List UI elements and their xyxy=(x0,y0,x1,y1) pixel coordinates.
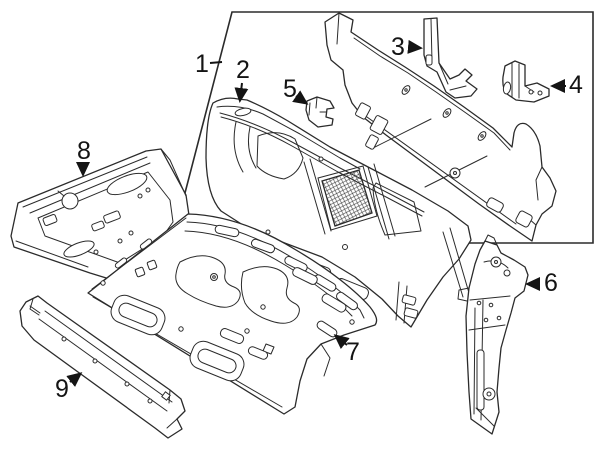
bracket-4 xyxy=(502,60,550,103)
callout-label-4: 4 xyxy=(569,71,583,99)
clip-5 xyxy=(305,96,335,128)
callout-label-5: 5 xyxy=(283,75,297,103)
callout-arrow-5 xyxy=(292,90,309,105)
callout-arrow-7 xyxy=(333,334,350,350)
callout-label-3: 3 xyxy=(391,33,405,61)
callout-label-7: 7 xyxy=(346,338,360,366)
bracket-3 xyxy=(423,17,478,99)
callout-label-8: 8 xyxy=(77,137,91,165)
assembly-box-outline xyxy=(170,11,594,244)
sill-crossmember-9 xyxy=(19,295,186,439)
callout-arrow-3 xyxy=(407,39,423,54)
callout-label-2: 2 xyxy=(236,56,250,84)
callout-arrow-2 xyxy=(234,82,249,103)
callout-arrow-1 xyxy=(209,61,223,64)
callout-arrow-9 xyxy=(66,372,83,387)
callout-label-1: 1 xyxy=(195,50,209,78)
callout-label-9: 9 xyxy=(55,375,69,403)
upper-back-panel xyxy=(324,12,557,242)
callout-label-6: 6 xyxy=(544,269,558,297)
side-member-6 xyxy=(457,234,529,435)
rear-floor-pan-7 xyxy=(87,213,378,415)
